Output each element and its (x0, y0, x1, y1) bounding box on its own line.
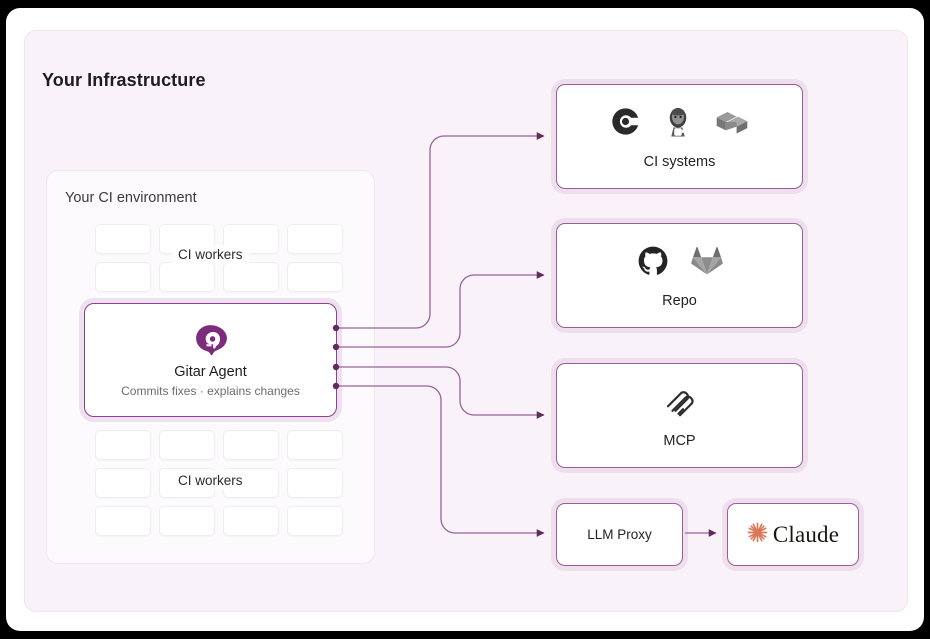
ci-worker-cell (287, 468, 343, 498)
claude-label: Claude (772, 521, 840, 547)
ci-environment-title: Your CI environment (65, 190, 197, 206)
card-llm-proxy-label: LLM Proxy (587, 527, 652, 542)
mcp-icon (662, 383, 698, 424)
ci-workers-grid-top (95, 224, 343, 292)
ci-worker-cell (159, 262, 215, 292)
ci-worker-cell (95, 430, 151, 460)
gitar-logo-icon (194, 323, 228, 357)
jenkins-icon (663, 105, 693, 143)
buildkite-icon (715, 109, 749, 140)
card-llm-proxy[interactable]: LLM Proxy (556, 503, 683, 566)
ci-worker-cell (159, 430, 215, 460)
ci-worker-cell (159, 506, 215, 536)
card-ci-systems[interactable]: CI systems (556, 84, 803, 189)
ci-workers-label-top: CI workers (172, 245, 249, 264)
card-ci-systems-label: CI systems (643, 154, 716, 170)
ci-worker-cell (287, 506, 343, 536)
card-repo[interactable]: Repo (556, 223, 803, 328)
ci-worker-cell (223, 262, 279, 292)
ci-worker-cell (287, 262, 343, 292)
github-icon (637, 245, 669, 282)
ci-worker-cell (287, 430, 343, 460)
circleci-icon (610, 106, 641, 142)
page-title: Your Infrastructure (42, 70, 206, 90)
ci-worker-cell (287, 224, 343, 254)
gitar-agent-subtitle: Commits fixes · explains changes (121, 383, 300, 398)
ci-worker-cell (95, 506, 151, 536)
ci-worker-cell (223, 506, 279, 536)
ci-worker-cell (95, 468, 151, 498)
repo-logo-row (637, 242, 723, 284)
card-claude[interactable]: Claude (727, 503, 859, 566)
ci-systems-logo-row (610, 103, 749, 145)
ci-worker-cell (95, 262, 151, 292)
ci-worker-cell (95, 224, 151, 254)
gitar-agent-name: Gitar Agent (174, 363, 247, 380)
mcp-logo-row (662, 382, 698, 424)
claude-wordmark: Claude (747, 522, 839, 548)
ci-workers-label-bottom: CI workers (172, 471, 249, 490)
card-repo-label: Repo (662, 293, 697, 309)
card-mcp-label: MCP (663, 433, 696, 449)
ci-worker-cell (223, 430, 279, 460)
gitlab-icon (690, 246, 723, 281)
gitar-agent-node[interactable]: Gitar Agent Commits fixes · explains cha… (84, 303, 337, 417)
card-mcp[interactable]: MCP (556, 363, 803, 468)
claude-starburst-icon (747, 522, 768, 548)
